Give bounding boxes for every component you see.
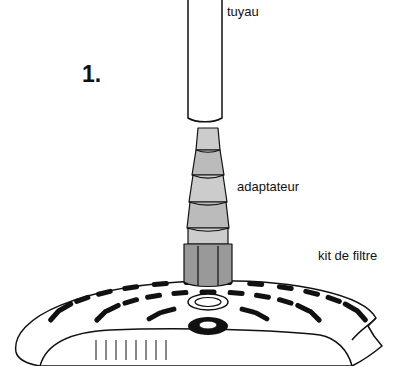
vent-slot: [125, 300, 137, 303]
front-rib: [96, 340, 97, 360]
vent-slot: [357, 311, 365, 320]
step-number: 1.: [82, 62, 101, 87]
vent-slot: [77, 297, 88, 301]
adapter-step-2: [189, 175, 227, 202]
washer-hole: [195, 298, 221, 307]
vent-slot: [280, 300, 292, 303]
part-label: adaptateur: [237, 180, 299, 194]
outlet-socket: [188, 317, 228, 335]
front-rib: [166, 340, 167, 360]
vent-slot: [162, 309, 174, 312]
vent-slot: [107, 305, 118, 310]
washer: [188, 294, 228, 310]
vent-slot: [345, 304, 355, 310]
vent-slot: [257, 313, 267, 319]
vent-slot: [99, 291, 111, 294]
vent-slot: [257, 295, 269, 297]
vent-slot: [97, 312, 106, 320]
part-label: kit de filtre: [318, 249, 377, 263]
vent-slot: [298, 305, 309, 310]
vent-slot: [149, 313, 159, 319]
vent-slot: [154, 284, 166, 285]
vent-slot: [306, 291, 318, 294]
front-rib: [156, 340, 157, 360]
vent-slot: [242, 309, 254, 312]
vent-slot: [311, 312, 320, 320]
adapter-step-1: [192, 150, 224, 175]
vent-slot: [230, 293, 242, 294]
front-rib: [106, 340, 107, 360]
vent-slot: [51, 311, 59, 320]
hose: [188, 0, 222, 122]
front-rib: [116, 340, 117, 360]
adapter-ridges: [187, 150, 229, 231]
vent-slot: [250, 284, 262, 285]
vent-slot: [148, 295, 160, 297]
adapter-hex-face: [198, 246, 218, 286]
vent-slot: [328, 297, 339, 301]
adapter-hex-nut: [184, 244, 232, 287]
front-rib: [136, 340, 137, 360]
front-rib: [126, 340, 127, 360]
outlet-hole: [199, 321, 217, 329]
adapter-tip: [196, 128, 220, 150]
vent-slot: [60, 304, 70, 310]
vent-slot: [174, 293, 186, 294]
filter-dome: [16, 281, 382, 366]
vent-slot: [279, 287, 291, 289]
vent-slot: [125, 287, 137, 289]
front-rib: [146, 340, 147, 360]
adapter-step-3: [187, 202, 229, 228]
filter-front-lip: [40, 329, 352, 366]
part-label: tuyau: [227, 5, 259, 19]
